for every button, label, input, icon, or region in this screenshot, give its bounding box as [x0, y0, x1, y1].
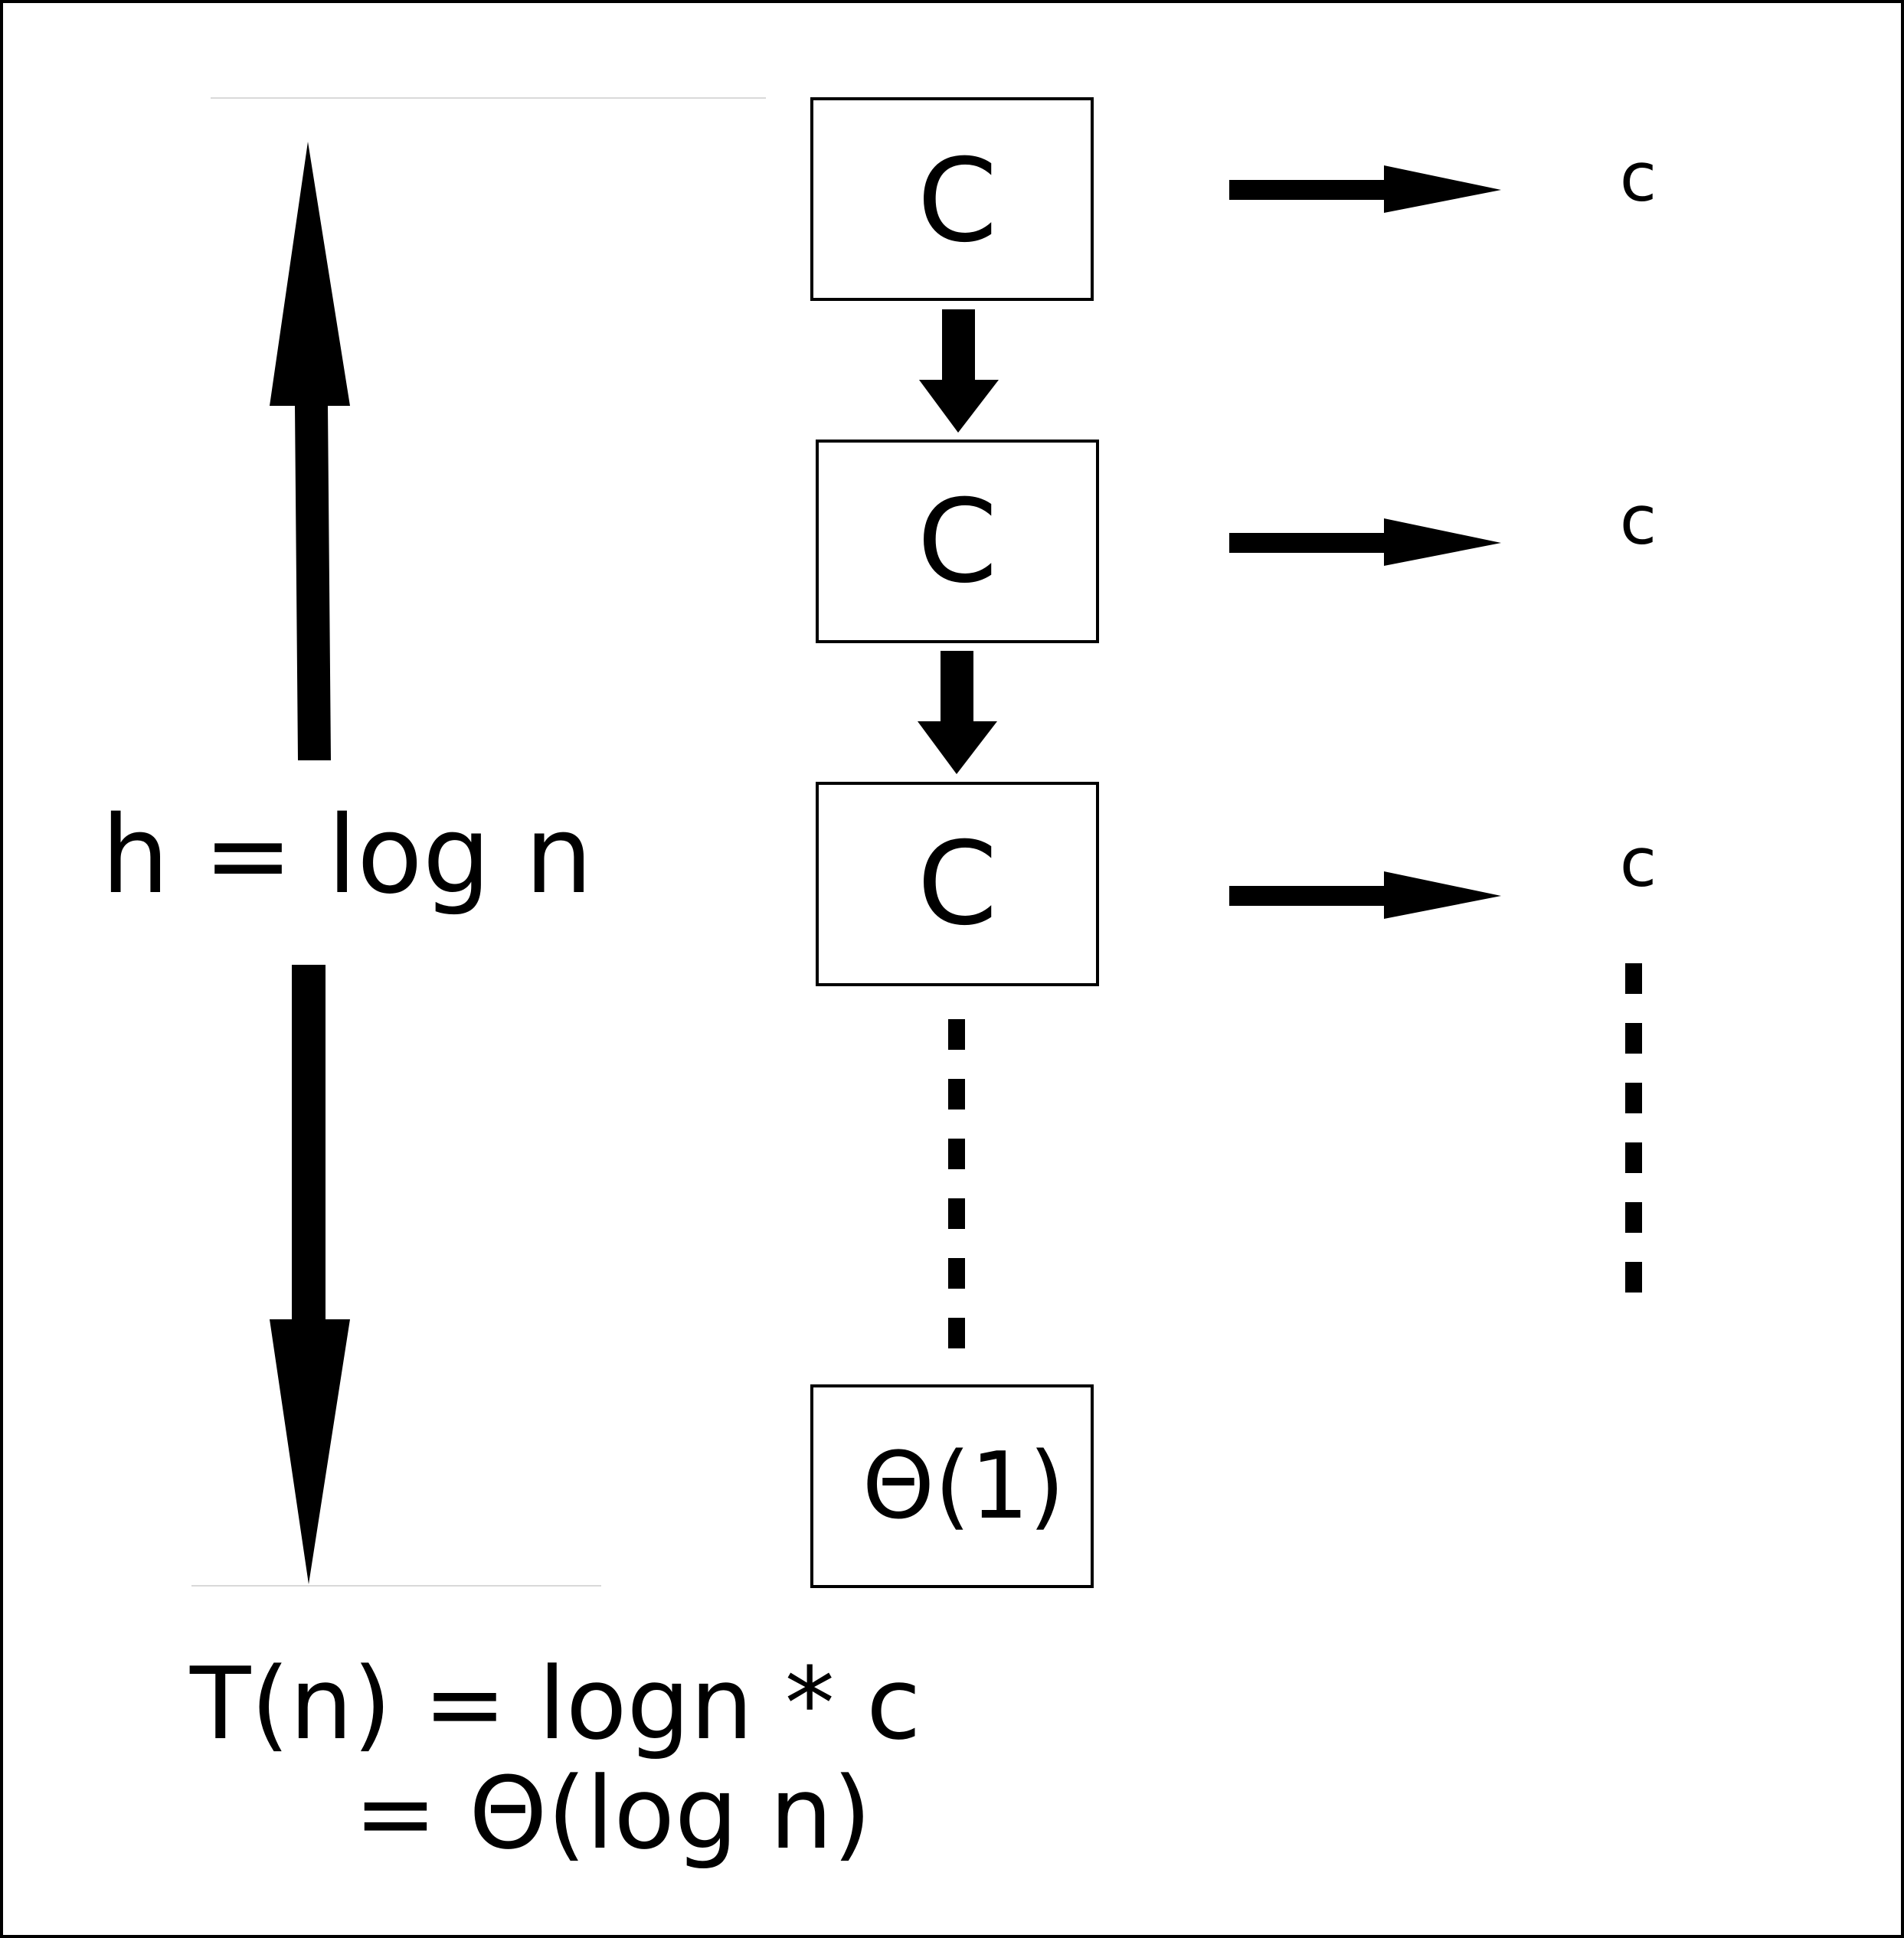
level-1-node-label: C: [917, 135, 998, 268]
cost-arrow-1: [1229, 165, 1501, 213]
leaf-node-box: [810, 1384, 1094, 1588]
level-3-cost-label: c: [1619, 823, 1657, 902]
leaf-node-label: Θ(1): [862, 1433, 1065, 1540]
level-3-node-label: C: [917, 818, 998, 951]
down-arrow-1: [919, 309, 999, 433]
cost-arrow-3: [1229, 871, 1501, 919]
tree-height-label: h = log n: [101, 793, 593, 918]
level-1-node-box: [810, 97, 1094, 301]
cost-arrow-2: [1229, 518, 1501, 566]
height-arrow-up: [270, 142, 350, 760]
down-arrow-2: [918, 651, 997, 774]
level-2-node-box: [816, 440, 1099, 643]
level-3-node-box: [816, 782, 1099, 986]
total-cost-line-2: = Θ(log n): [354, 1755, 872, 1871]
level-1-cost-label: c: [1619, 138, 1657, 217]
total-cost-line-1: T(n) = logn * c: [190, 1646, 921, 1762]
height-arrow-down: [270, 965, 350, 1584]
level-2-node-label: C: [917, 476, 998, 609]
level-2-cost-label: c: [1619, 481, 1657, 560]
